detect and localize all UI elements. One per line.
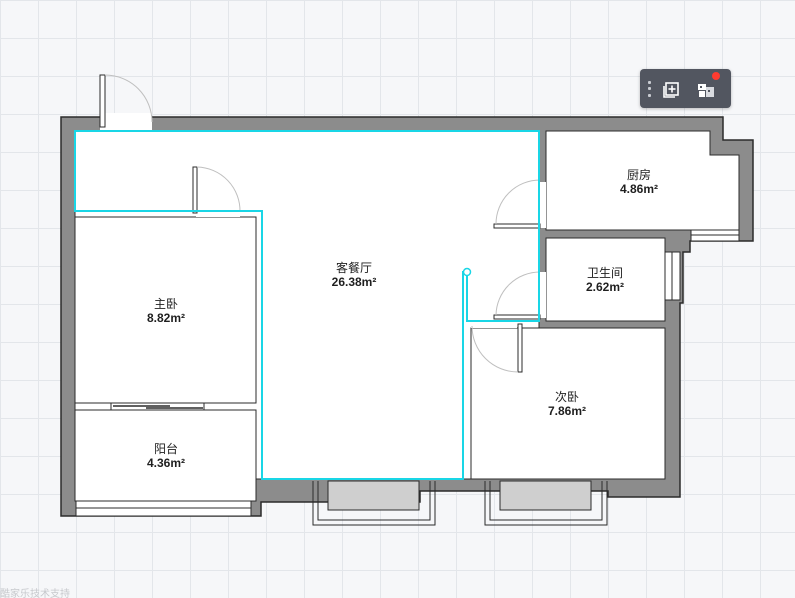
room-second-bedroom[interactable]: 次卧 7.86m² xyxy=(548,390,586,418)
room-bathroom-name: 卫生间 xyxy=(587,266,623,280)
room-second-bedroom-name: 次卧 xyxy=(555,390,579,404)
entrance-door[interactable] xyxy=(99,74,153,131)
selection-handle[interactable] xyxy=(462,267,472,277)
window-bathroom xyxy=(664,251,681,301)
room-balcony-name: 阳台 xyxy=(154,441,178,456)
door-second-bedroom[interactable] xyxy=(471,321,523,373)
room-bathroom-area: 2.62m² xyxy=(586,280,624,294)
room-master-bedroom-name: 主卧 xyxy=(154,297,178,311)
room-living-area: 26.38m² xyxy=(332,275,377,289)
room-bathroom[interactable]: 卫生间 2.62m² xyxy=(586,266,624,294)
floating-toolbar[interactable] xyxy=(640,69,731,108)
room-living-name: 客餐厅 xyxy=(336,260,372,275)
window-kitchen xyxy=(690,229,740,242)
room-balcony-area: 4.36m² xyxy=(147,456,185,470)
room-balcony[interactable]: 阳台 4.36m² xyxy=(147,441,185,470)
layout-view-button[interactable] xyxy=(689,69,723,108)
room-kitchen[interactable]: 厨房 4.86m² xyxy=(620,167,658,196)
room-second-bedroom-area: 7.86m² xyxy=(548,404,586,418)
watermark-text: 酷家乐技术支持 xyxy=(0,589,70,598)
window-balcony xyxy=(75,500,252,517)
room-second-bedroom-floor[interactable] xyxy=(470,327,666,480)
layout-view-icon xyxy=(698,83,714,97)
room-master-bedroom[interactable]: 主卧 8.82m² xyxy=(147,297,185,325)
door-master-bedroom[interactable] xyxy=(192,166,241,217)
room-living[interactable]: 客餐厅 26.38m² xyxy=(332,260,377,289)
notification-badge xyxy=(712,72,720,80)
add-layer-button[interactable] xyxy=(655,69,689,108)
room-kitchen-name: 厨房 xyxy=(627,167,651,182)
room-master-bedroom-area: 8.82m² xyxy=(147,311,185,325)
room-balcony-floor[interactable] xyxy=(74,409,257,502)
sliding-door-balcony[interactable] xyxy=(110,402,205,411)
add-layer-icon xyxy=(663,81,679,98)
window-living-bay xyxy=(312,480,436,526)
window-second-bedroom-bay xyxy=(484,480,608,526)
room-kitchen-area: 4.86m² xyxy=(620,182,658,196)
room-kitchen-floor[interactable] xyxy=(545,130,740,231)
drag-handle-icon[interactable] xyxy=(644,79,655,99)
